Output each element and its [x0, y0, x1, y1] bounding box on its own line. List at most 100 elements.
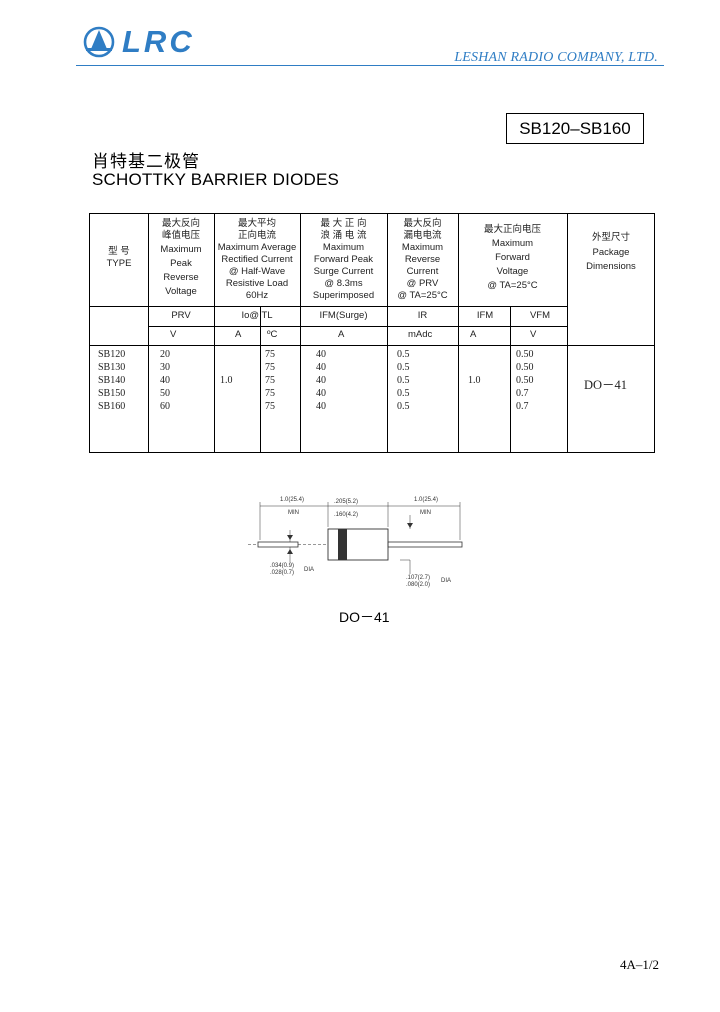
dim-body-dia-min: .080(2.0)	[406, 582, 430, 588]
dim-body-dia-label: DIA	[441, 578, 451, 584]
header-en-line: Surge Current	[313, 266, 374, 277]
grid-line	[458, 214, 459, 452]
grid-line	[148, 326, 567, 327]
cell-ifm-value: 1.0	[468, 375, 481, 386]
table-row-type: SB130	[98, 362, 126, 373]
lead-left	[257, 541, 299, 548]
symbol-prv: PRV	[171, 310, 191, 321]
header-cn-line: 漏电电流	[403, 230, 442, 241]
header-ifsm: 最 大 正 向 浪 涌 电 流 Maximum Forward Peak Sur…	[300, 218, 387, 302]
dim-min-right: MIN	[420, 510, 431, 516]
grid-line	[567, 214, 568, 452]
table-cell-tl: 75	[265, 401, 275, 412]
unit-ifsm: A	[338, 329, 345, 340]
table-cell-tl: 75	[265, 349, 275, 360]
table-row-type: SB140	[98, 375, 126, 386]
package-drawing: 1.0(25.4) MIN .205(5.2) .160(4.2) 1.0(25…	[248, 497, 463, 588]
header-en-line: Peak	[170, 258, 192, 269]
header-cn-line: 最大平均	[237, 218, 276, 229]
header-en-line: Voltage	[496, 266, 529, 277]
header-type-en: TYPE	[106, 258, 132, 269]
column-ifsm: 40 40 40 40 40	[316, 348, 326, 413]
grid-line	[300, 214, 301, 452]
table-cell-ir: 0.5	[397, 362, 410, 373]
header-cn-line: 最大反向	[403, 218, 442, 229]
table-cell-ifsm: 40	[316, 362, 326, 373]
header-en-line: @ TA=25°C	[487, 280, 538, 291]
header-en-line: Maximum	[491, 238, 534, 249]
header-en-line: Forward Peak	[313, 254, 374, 265]
table-cell-tl: 75	[265, 362, 275, 373]
table-cell-tl: 75	[265, 375, 275, 386]
table-cell-vf: 0.7	[516, 388, 529, 399]
unit-tl: ºC	[267, 329, 278, 340]
grid-line	[387, 214, 388, 452]
grid-line	[260, 306, 261, 452]
table-cell-prv: 30	[160, 362, 170, 373]
dim-lead-dia-label: DIA	[304, 567, 314, 573]
header-ir: 最大反向 漏电电流 Maximum Reverse Current @ PRV …	[387, 218, 458, 302]
lrc-logo-icon	[83, 26, 115, 58]
header-en-line: 60Hz	[245, 290, 269, 301]
table-cell-ir: 0.5	[397, 375, 410, 386]
spec-table: 型 号 TYPE 最大反向 峰值电压 Maximum Peak Reverse …	[89, 213, 655, 453]
table-cell-ir: 0.5	[397, 349, 410, 360]
table-cell-prv: 40	[160, 375, 170, 386]
header-prv: 最大反向 峰值电压 Maximum Peak Reverse Voltage	[148, 218, 214, 298]
dim-lead-dia-max: .034(0.9)	[270, 563, 294, 569]
table-cell-vf: 0.50	[516, 349, 534, 360]
table-row-type: SB150	[98, 388, 126, 399]
dim-lead-length-left: 1.0(25.4)	[280, 497, 304, 503]
table-cell-prv: 50	[160, 388, 170, 399]
header-cn-line: 最大反向	[161, 218, 200, 229]
table-cell-prv: 20	[160, 349, 170, 360]
header-en-line: @ PRV	[406, 278, 439, 289]
unit-prv: V	[170, 329, 177, 340]
column-tl: 75 75 75 75 75	[265, 348, 275, 413]
header-vf: 最大正向电压 Maximum Forward Voltage @ TA=25°C	[458, 224, 567, 292]
company-name: LESHAN RADIO COMPANY, LTD.	[454, 50, 658, 65]
unit-ir: mAdc	[408, 329, 433, 340]
cathode-band	[338, 529, 347, 560]
unit-vfm: V	[530, 329, 537, 340]
table-cell-ifsm: 40	[316, 375, 326, 386]
column-type: SB120 SB130 SB140 SB150 SB160	[98, 348, 125, 413]
table-row-type: SB160	[98, 401, 126, 412]
dim-min-left: MIN	[288, 510, 299, 516]
symbol-io: Io@ TL	[241, 310, 273, 321]
header-cn-line: 外型尺寸	[591, 232, 630, 243]
cell-package: DO－41	[584, 378, 628, 392]
table-cell-ifsm: 40	[316, 388, 326, 399]
header-en-line: @ TA=25°C	[397, 290, 448, 301]
unit-ifm: A	[470, 329, 477, 340]
lead-right	[387, 541, 463, 548]
table-cell-prv: 60	[160, 401, 170, 412]
header-cn-line: 最大正向电压	[483, 224, 541, 235]
header-type-cn: 型 号	[108, 246, 130, 257]
logo-text: LRC	[122, 24, 195, 59]
header-type: 型 号 TYPE	[90, 246, 148, 270]
dim-lead-length-right: 1.0(25.4)	[414, 497, 438, 503]
part-range-box: SB120–SB160	[506, 113, 644, 144]
dim-lead-dia-min: .028(0.7)	[270, 570, 294, 576]
header-cn-line: 最 大 正 向	[320, 218, 367, 229]
symbol-ir: IR	[417, 310, 428, 321]
package-label: DO－41	[339, 609, 390, 625]
grid-line	[510, 306, 511, 452]
table-cell-vf: 0.50	[516, 375, 534, 386]
grid-line	[90, 345, 655, 346]
diode-body	[327, 528, 389, 561]
dim-body-length-min: .160(4.2)	[334, 512, 358, 518]
symbol-vfm: VFM	[529, 310, 551, 321]
grid-line	[90, 306, 567, 307]
header-en-line: Voltage	[165, 286, 197, 297]
header-en-line: Superimposed	[312, 290, 375, 301]
dim-body-dia-max: .107(2.7)	[406, 575, 430, 581]
header-en-line: Package	[592, 247, 630, 258]
table-cell-ifsm: 40	[316, 401, 326, 412]
grid-line	[214, 214, 215, 452]
dim-body-length-max: .205(5.2)	[334, 499, 358, 505]
cell-io-value: 1.0	[220, 375, 233, 386]
header-en-line: Rectified Current	[221, 254, 293, 265]
header-en-line: Reverse	[404, 254, 441, 265]
